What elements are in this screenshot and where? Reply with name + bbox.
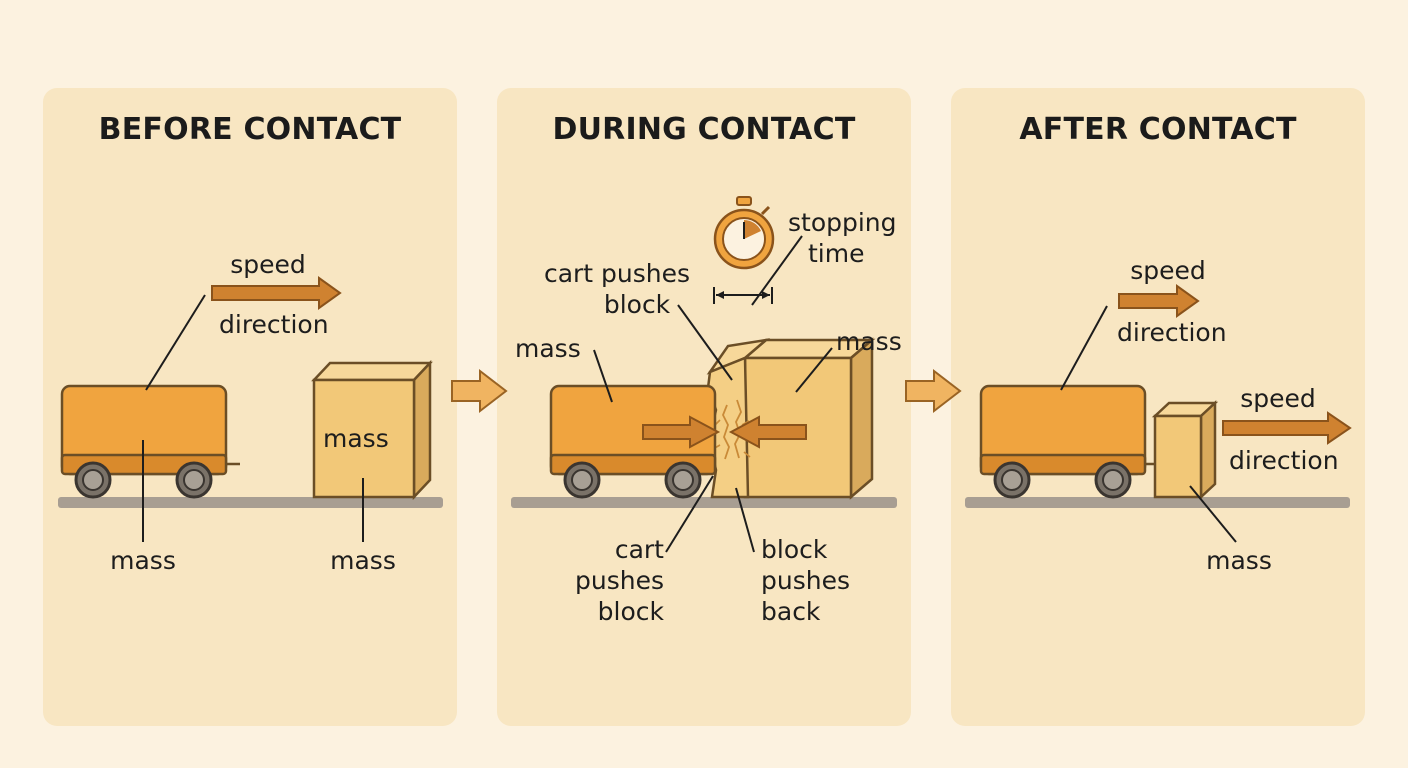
crumple-zone <box>706 338 771 499</box>
label-cart-speed: speed <box>1130 256 1206 285</box>
force-arrow-cart-on-block <box>642 415 721 449</box>
panel-3-drawing <box>965 284 1352 543</box>
arrow-right-icon <box>451 368 508 414</box>
label-cart-pushes-block: block <box>603 290 671 319</box>
velocity-arrow <box>211 276 342 310</box>
panel-title-during: DURING CONTACT <box>552 112 856 147</box>
label-direction: direction <box>219 310 329 339</box>
label-speed: speed <box>230 250 306 279</box>
ground-line <box>58 497 443 508</box>
velocity-arrow-cart <box>1118 284 1200 318</box>
label-block-mass: mass <box>1206 546 1272 575</box>
block <box>1151 400 1219 500</box>
label-block-direction: direction <box>1229 446 1339 475</box>
label-bottom-left-1: cart <box>614 535 664 564</box>
label-cart-mass: mass <box>515 334 581 363</box>
label-block-mass: mass <box>330 546 396 575</box>
label-block-speed: speed <box>1240 384 1316 413</box>
label-bottom-right-1: block <box>761 535 828 564</box>
label-time: time <box>808 239 865 268</box>
block <box>741 337 876 500</box>
cart <box>979 384 1155 499</box>
panel-title-before: BEFORE CONTACT <box>98 112 402 147</box>
label-cart-pushes: cart pushes <box>543 259 691 288</box>
label-block-mass: mass <box>836 327 902 356</box>
label-cart-direction: direction <box>1117 318 1227 347</box>
panel-1-drawing <box>58 276 443 542</box>
label-block-face-mass: mass <box>323 424 389 453</box>
cart <box>549 384 717 499</box>
velocity-arrow-block <box>1222 411 1352 445</box>
label-cart-mass: mass <box>110 546 176 575</box>
label-bottom-right-2: pushes <box>761 566 850 595</box>
label-bottom-left-3: block <box>597 597 664 626</box>
block <box>311 359 433 501</box>
stopwatch-icon <box>713 196 775 270</box>
arrow-right-icon <box>905 368 962 414</box>
label-bottom-right-3: back <box>761 597 821 626</box>
ground-line <box>511 497 897 508</box>
label-bottom-left-2: pushes <box>575 566 664 595</box>
panel-2-drawing <box>511 196 897 553</box>
ground-line <box>965 497 1350 508</box>
panel-title-after: AFTER CONTACT <box>1019 112 1297 147</box>
force-arrow-block-on-cart <box>728 415 807 449</box>
time-interval-marker <box>713 287 773 304</box>
label-stopping: stopping <box>788 208 897 237</box>
cart <box>60 384 240 499</box>
